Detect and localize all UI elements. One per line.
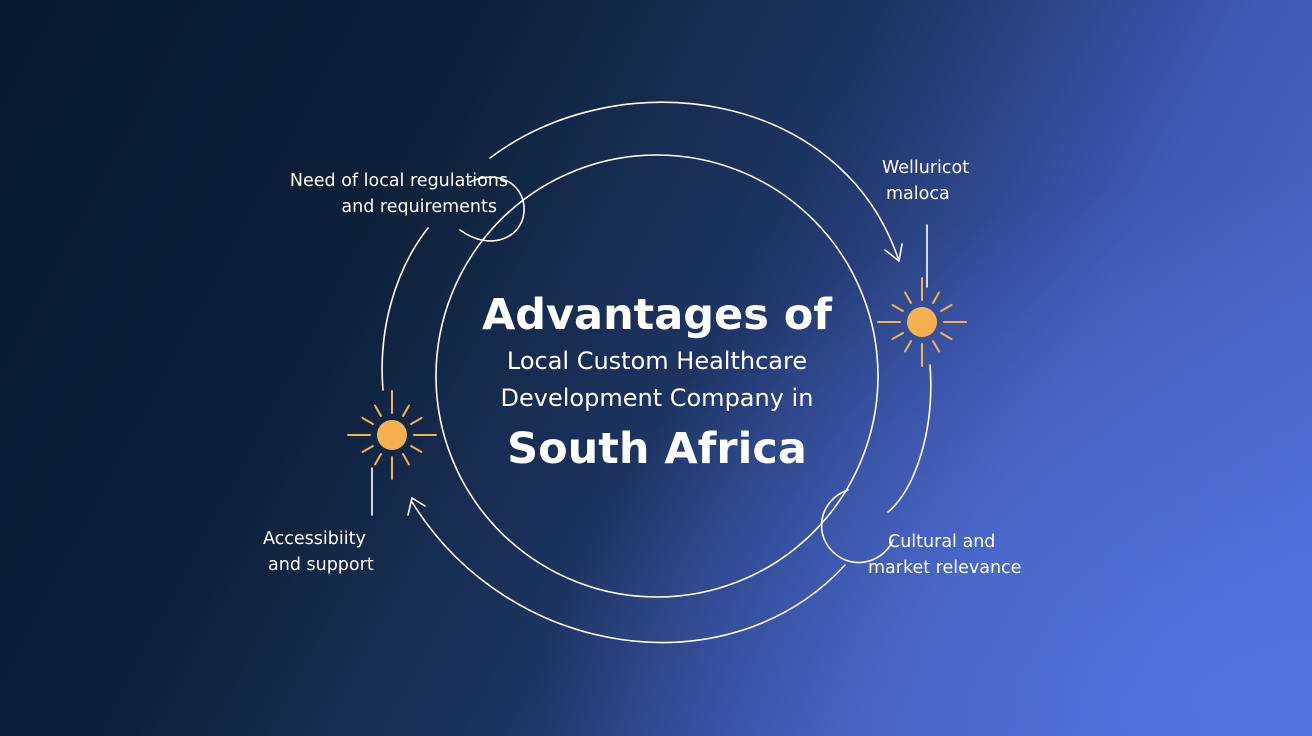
sun-ray	[891, 332, 904, 340]
item-label-top-right: Welluricot maloca	[882, 155, 969, 207]
sun-ray	[374, 453, 382, 466]
inner-circle	[435, 154, 879, 598]
sun-ray	[374, 404, 382, 417]
item-line: Accessibiity	[263, 529, 366, 549]
sun-ray	[904, 340, 912, 353]
item-label-top-left: Need of local regulations and requiremen…	[272, 168, 508, 220]
sun-icon	[347, 390, 437, 480]
arrowhead-icon	[884, 243, 903, 262]
item-line: market relevance	[868, 558, 1022, 578]
sun-ray	[402, 404, 410, 417]
sun-ray	[932, 291, 940, 304]
loop-bottom-right	[820, 489, 894, 564]
item-line: Welluricot	[882, 158, 970, 178]
sun-ray	[410, 445, 423, 453]
item-line: Cultural and	[888, 532, 996, 552]
title-line-4: South Africa	[507, 424, 807, 474]
sun-icon	[877, 277, 967, 367]
outer-arc-bottom	[411, 501, 846, 644]
sun-ray	[402, 453, 410, 466]
title-line-1: Advantages of	[481, 290, 833, 340]
sun-ray	[410, 417, 423, 425]
item-label-bottom-left: Accessibiity and support	[263, 526, 374, 578]
outer-arc-right	[887, 364, 932, 513]
sun-disc	[907, 307, 937, 337]
arrowhead-icon	[407, 497, 426, 516]
sun-ray	[940, 332, 953, 340]
title-line-3: Development Company in	[500, 384, 814, 412]
sun-ray	[361, 417, 374, 425]
title-line-2: Local Custom Healthcare	[506, 347, 808, 375]
sun-disc	[377, 420, 407, 450]
outer-arc-top-right	[489, 101, 899, 259]
sun-ray	[940, 304, 953, 312]
sun-ray	[361, 445, 374, 453]
sun-ray	[904, 291, 912, 304]
item-line: and support	[268, 555, 374, 575]
item-line: and requirements	[341, 197, 497, 217]
item-line: maloca	[886, 184, 950, 204]
sun-ray	[891, 304, 904, 312]
item-label-bottom-right: Cultural and market relevance	[868, 529, 1021, 581]
outer-arc-left	[381, 227, 429, 391]
sun-ray	[932, 340, 940, 353]
item-line: Need of local regulations	[289, 171, 508, 191]
loop-top-left	[459, 176, 525, 242]
